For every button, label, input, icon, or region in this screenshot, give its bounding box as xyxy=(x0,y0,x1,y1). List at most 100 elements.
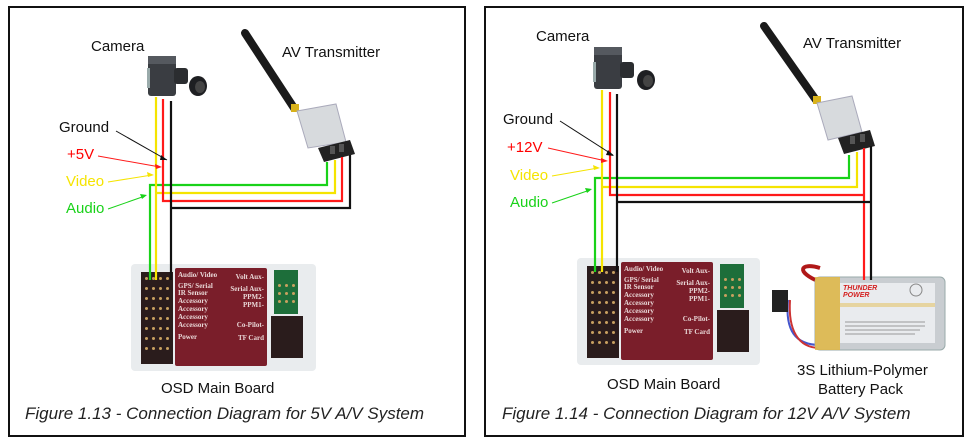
pin xyxy=(145,277,148,280)
pin xyxy=(591,321,594,324)
power-label: +12V xyxy=(507,139,543,156)
pin xyxy=(159,297,162,300)
silkscreen-label: Accessory xyxy=(624,307,654,315)
pin xyxy=(731,278,734,281)
pin xyxy=(598,331,601,334)
silkscreen-label: PPM1- xyxy=(689,295,710,303)
pin xyxy=(166,297,169,300)
battery-brand-label: THUNDER POWER xyxy=(843,285,878,299)
pin xyxy=(605,311,608,314)
pin xyxy=(591,331,594,334)
camera-label: Camera xyxy=(91,38,145,55)
pin xyxy=(166,347,169,350)
silkscreen-label: Volt Aux- xyxy=(681,267,710,275)
figure-caption: Figure 1.13 - Connection Diagram for 5V … xyxy=(25,404,425,423)
tf-card-slot xyxy=(271,316,303,358)
pin xyxy=(724,278,727,281)
silkscreen-label: TF Card xyxy=(238,334,264,342)
pin xyxy=(278,300,281,303)
pin xyxy=(152,297,155,300)
pin xyxy=(152,327,155,330)
pin xyxy=(285,284,288,287)
pin xyxy=(285,292,288,295)
silkscreen-label: IR Sensor xyxy=(178,289,208,297)
pin xyxy=(145,307,148,310)
pin xyxy=(605,291,608,294)
ground-label: Ground xyxy=(503,111,554,128)
pin xyxy=(166,327,169,330)
power-label: +5V xyxy=(67,146,95,163)
pin xyxy=(159,307,162,310)
pin xyxy=(292,300,295,303)
pin xyxy=(166,337,169,340)
pin xyxy=(166,287,169,290)
pin xyxy=(159,277,162,280)
pin xyxy=(738,294,741,297)
silkscreen-label: PPM2- xyxy=(689,287,710,295)
pin xyxy=(145,337,148,340)
osd-board-label: OSD Main Board xyxy=(161,380,275,397)
pin xyxy=(159,317,162,320)
silkscreen-label: Accessory xyxy=(624,291,654,299)
video-label: Video xyxy=(510,167,549,184)
pin xyxy=(612,281,615,284)
pin xyxy=(166,277,169,280)
silkscreen-label: Accessory xyxy=(178,321,208,329)
pin xyxy=(724,286,727,289)
pin xyxy=(591,271,594,274)
silkscreen-label: Power xyxy=(624,327,644,335)
silkscreen-label: Accessory xyxy=(624,299,654,307)
silkscreen-label: Power xyxy=(178,333,198,341)
silkscreen-label: PPM2- xyxy=(243,293,264,301)
pin xyxy=(612,311,615,314)
pin xyxy=(605,331,608,334)
silkscreen-label: TF Card xyxy=(684,328,710,336)
silkscreen-label: IR Sensor xyxy=(624,283,654,291)
battery-label-line2: Battery Pack xyxy=(818,381,904,398)
pin xyxy=(166,317,169,320)
pin xyxy=(166,307,169,310)
silkscreen-label: Co-Pilot- xyxy=(236,321,264,329)
pin xyxy=(152,347,155,350)
pin xyxy=(152,287,155,290)
pin xyxy=(591,281,594,284)
silkscreen-label: Accessory xyxy=(624,315,654,323)
osd-board-label: OSD Main Board xyxy=(607,376,721,393)
av-transmitter-label: AV Transmitter xyxy=(282,44,381,61)
silkscreen-label: Audio/ Video xyxy=(178,271,218,279)
video-label: Video xyxy=(66,173,105,190)
pin xyxy=(278,292,281,295)
audio-label: Audio xyxy=(510,194,549,211)
pin xyxy=(612,341,615,344)
pin xyxy=(738,286,741,289)
pin xyxy=(292,292,295,295)
silkscreen-label: GPS/ Serial xyxy=(624,276,659,284)
pin xyxy=(605,341,608,344)
pin xyxy=(159,327,162,330)
battery-label-line1: 3S Lithium-Polymer xyxy=(797,362,928,379)
pin xyxy=(145,317,148,320)
pin xyxy=(605,271,608,274)
pin xyxy=(152,317,155,320)
av-transmitter-label: AV Transmitter xyxy=(803,35,902,52)
pin xyxy=(152,337,155,340)
silkscreen-label: Volt Aux- xyxy=(235,273,264,281)
pin xyxy=(591,301,594,304)
pin xyxy=(612,301,615,304)
pin xyxy=(591,311,594,314)
pin xyxy=(598,341,601,344)
pin xyxy=(598,271,601,274)
pin xyxy=(612,291,615,294)
silkscreen-label: GPS/ Serial xyxy=(178,282,213,290)
silkscreen-label: PPM1- xyxy=(243,301,264,309)
pin xyxy=(605,301,608,304)
pin xyxy=(145,287,148,290)
pin xyxy=(738,278,741,281)
pin xyxy=(731,294,734,297)
silkscreen-label: Accessory xyxy=(178,313,208,321)
pin xyxy=(598,291,601,294)
camera-label: Camera xyxy=(536,28,590,45)
